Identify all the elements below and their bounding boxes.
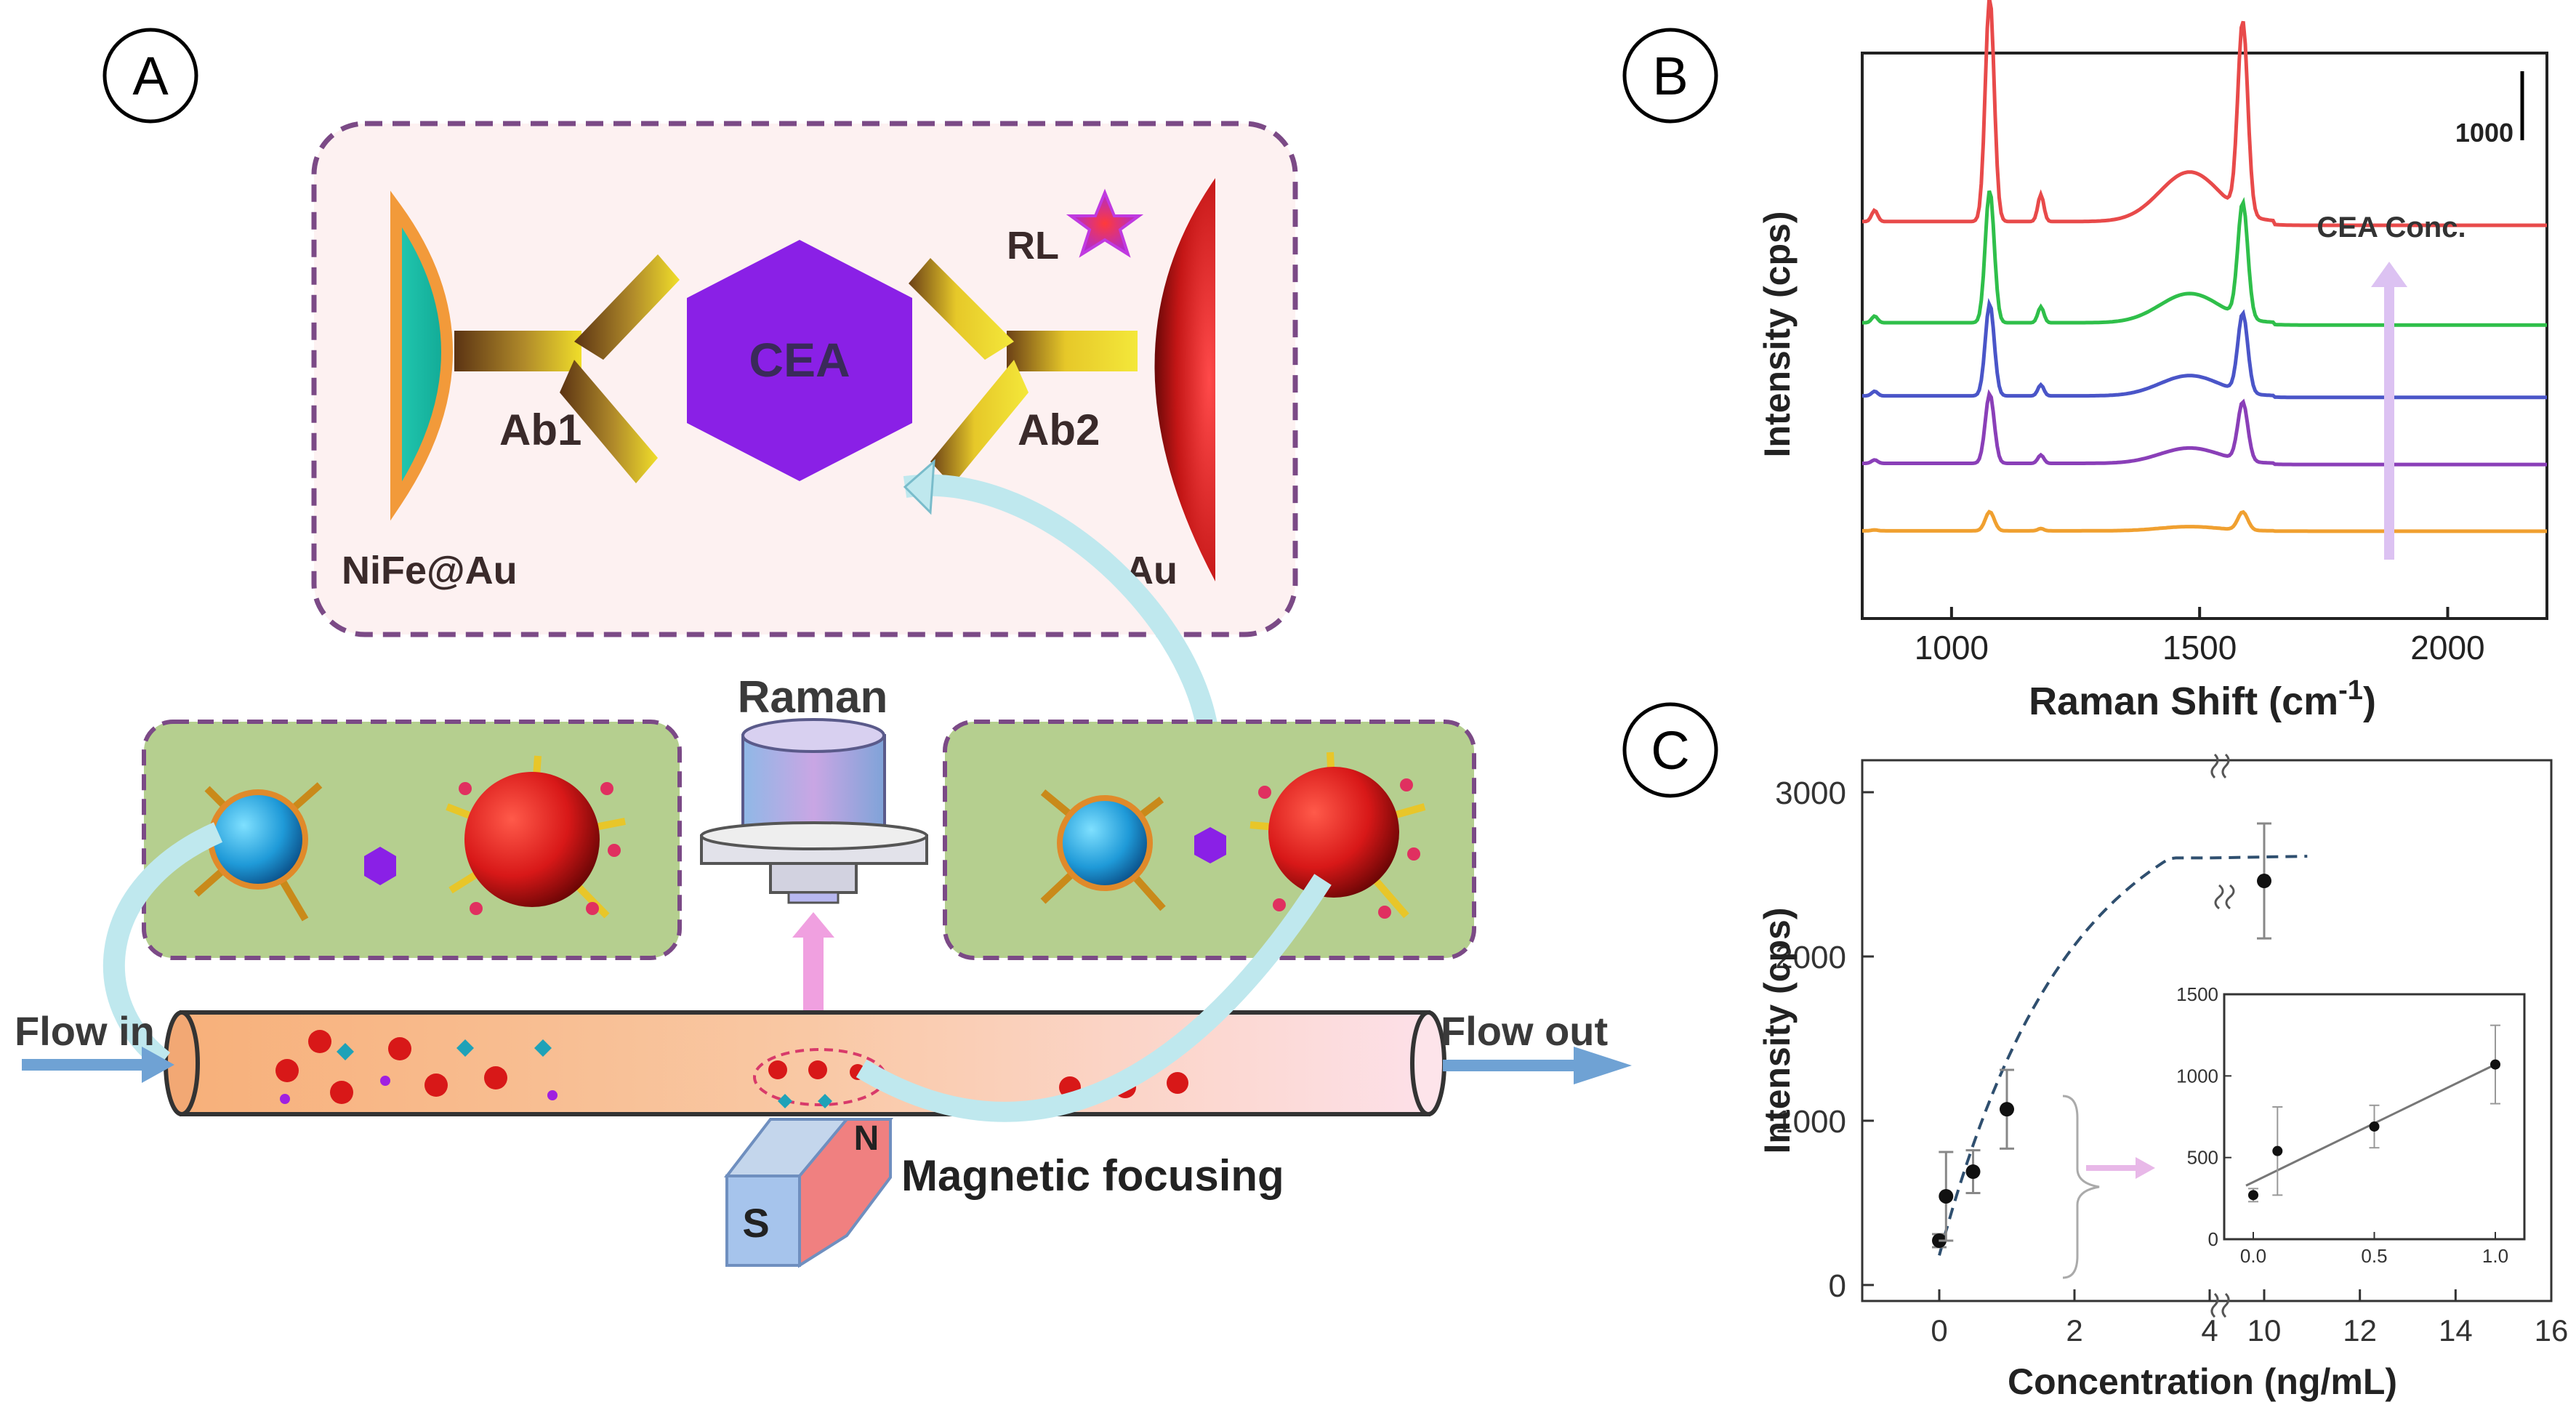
flow-out-label: Flow out xyxy=(1441,1008,1608,1054)
inset-data-point-0 xyxy=(2248,1190,2258,1201)
spectrum-line-1 xyxy=(1861,0,2547,227)
cea-antigen xyxy=(687,240,912,481)
x-tick-label-14: 14 xyxy=(2439,1313,2473,1347)
panel-b-axes-frame xyxy=(1861,52,2548,620)
y-tick-label-1000: 1000 xyxy=(1775,1104,1846,1140)
panel-c-inset-plot: 0 500 1000 1500 0.0 0.5 1.0 xyxy=(2176,983,2508,1267)
inset-y-tick-label-1500: 1500 xyxy=(2176,983,2218,1005)
panel-c-label: C xyxy=(1651,720,1689,781)
raman-objective xyxy=(700,718,928,904)
x-tick-label-0: 0 xyxy=(1931,1313,1947,1347)
axis-break-marks xyxy=(2210,753,2235,1318)
magnet-s-label: S xyxy=(742,1200,769,1246)
panel-b-spectra xyxy=(1861,0,2547,533)
x-tick-label-1000: 1000 xyxy=(1915,629,1989,666)
panel-c-label-circle xyxy=(1622,702,1718,798)
inflow-swoosh xyxy=(102,822,223,1070)
panel-b-label: B xyxy=(1652,46,1688,106)
capture-swoosh xyxy=(856,874,1332,1122)
raman-label: Raman xyxy=(738,672,888,722)
bound-complex-box xyxy=(943,720,1476,960)
x-tick-label-1500: 1500 xyxy=(2162,629,2237,666)
nife-au-label: NiFe@Au xyxy=(342,549,518,592)
spectrum-line-4 xyxy=(1862,389,2547,467)
reporter-star xyxy=(1066,188,1144,258)
fit-curve xyxy=(1938,855,2308,1256)
panel-c-y-axis-label: Intensity (cps) xyxy=(1757,908,1798,1154)
flow-in-label: Flow in xyxy=(15,1008,155,1054)
x-tick-label-4: 4 xyxy=(2201,1313,2218,1347)
inset-x-tick-label-0.5: 0.5 xyxy=(2361,1245,2387,1267)
au-nanoparticle xyxy=(1154,178,1215,581)
panel-b-y-axis-label: Intensity (cps) xyxy=(1757,212,1798,458)
y-tick-label-0: 0 xyxy=(1829,1268,1846,1304)
magnet-n-label: N xyxy=(854,1119,880,1158)
inset-y-tick-label-1000: 1000 xyxy=(2176,1065,2218,1087)
panel-b-x-ticks: 1000 1500 2000 xyxy=(1915,607,2485,666)
inset-x-tick-label-1.0: 1.0 xyxy=(2482,1245,2508,1267)
x-tick-label-10: 10 xyxy=(2247,1313,2282,1347)
conc-arrow xyxy=(2371,262,2407,560)
x-tick-label-2000: 2000 xyxy=(2410,629,2484,666)
magnetic-focusing-label: Magnetic focusing xyxy=(901,1151,1284,1200)
inset-data-point-1 xyxy=(2272,1145,2283,1156)
data-point-2 xyxy=(1965,1164,1981,1180)
au-probe-left xyxy=(446,755,626,919)
x-tick-label-12: 12 xyxy=(2343,1313,2377,1347)
ab1-label: Ab1 xyxy=(499,406,581,454)
panel-b-x-axis-label: Raman Shift (cm-1) xyxy=(2029,675,2376,723)
inset-y-tick-label-500: 500 xyxy=(2187,1147,2218,1169)
magnet xyxy=(723,1118,894,1268)
flow-in-arrow xyxy=(22,1047,174,1083)
unbound-particles-box xyxy=(142,720,682,960)
au-probe-right xyxy=(1249,752,1426,919)
nife-au-particle xyxy=(390,190,453,521)
panel-a: A Ab1 CEA Ab2 RL NiFe@Au Au xyxy=(15,28,1632,1268)
x-tick-label-2: 2 xyxy=(2066,1313,2082,1347)
flow-tube xyxy=(164,1010,1446,1116)
ab2-label: Ab2 xyxy=(1018,406,1100,454)
ab2-antibody xyxy=(909,258,1138,486)
panel-c-main-plot: 0 1000 2000 3000 0 2 4 10 12 14 16 xyxy=(1775,776,2568,1347)
inset-y-tick-label-0: 0 xyxy=(2208,1228,2218,1250)
cea-label: CEA xyxy=(749,333,850,387)
inset-x-tick-label-0.0: 0.0 xyxy=(2240,1245,2266,1267)
flow-out-arrow xyxy=(1443,1047,1632,1084)
inset-data-point-2 xyxy=(2369,1121,2380,1132)
inset-pointer-arrow xyxy=(2086,1157,2155,1179)
spectrum-line-2 xyxy=(1862,190,2547,327)
data-point-1 xyxy=(1939,1188,1954,1204)
inset-data-point-3 xyxy=(2490,1059,2500,1070)
spectrum-line-3 xyxy=(1862,297,2547,400)
data-point-3 xyxy=(2000,1102,2014,1117)
conc-arrow-label: CEA Conc. xyxy=(2317,212,2466,243)
panel-b-label-circle xyxy=(1622,28,1718,124)
panel-b: B 1000 1500 2000 1000 CEA Conc. Intensity … xyxy=(1622,0,2548,723)
panel-c-axes-frame xyxy=(1861,759,2553,1302)
y-tick-label-2000: 2000 xyxy=(1775,940,1846,975)
magnetic-bead-right xyxy=(1040,789,1166,911)
data-point-4 xyxy=(2257,874,2271,889)
panel-c-x-axis-label: Concentration (ng/mL) xyxy=(2008,1361,2397,1402)
panel-a-label-circle xyxy=(102,28,198,124)
scale-bar-label: 1000 xyxy=(2455,118,2513,148)
cea-molecule-left xyxy=(364,847,396,885)
inset-bracket xyxy=(2062,1095,2100,1279)
spectrum-line-5 xyxy=(1862,509,2547,533)
y-tick-label-3000: 3000 xyxy=(1775,776,1846,811)
reporter-label: RL xyxy=(1007,224,1059,267)
zoom-arrow-head xyxy=(903,459,935,515)
panel-c: C 0 1000 2000 3000 0 2 4 10 12 14 16 Intensity (cp… xyxy=(1622,702,2568,1402)
x-tick-label-16: 16 xyxy=(2535,1313,2569,1347)
cea-molecule-right xyxy=(1194,827,1226,863)
panel-a-label: A xyxy=(132,46,169,106)
ab1-antibody xyxy=(454,254,680,483)
